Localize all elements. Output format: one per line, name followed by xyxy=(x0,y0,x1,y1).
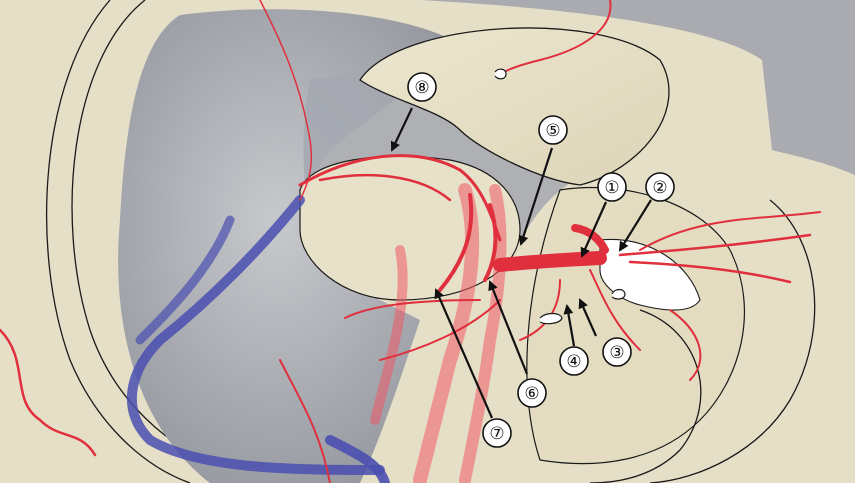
svg-text:⑧: ⑧ xyxy=(414,78,429,98)
svg-text:②: ② xyxy=(652,178,667,198)
small-foramen-top xyxy=(494,68,507,80)
artery-upper-arc-2 xyxy=(318,173,452,202)
small-foramen-right xyxy=(611,288,626,300)
arrow-2 xyxy=(618,199,652,252)
artery-top xyxy=(499,0,612,76)
arrow-5 xyxy=(518,147,554,246)
lower-right-contour xyxy=(589,309,702,483)
artery-lower-branch-4 xyxy=(344,299,481,319)
upper-gray-region xyxy=(420,0,855,175)
arrow-3 xyxy=(578,298,598,337)
artery-upper-arc xyxy=(298,154,502,242)
vein-main xyxy=(126,195,385,475)
svg-text:④: ④ xyxy=(566,352,581,372)
artery-right-small xyxy=(669,309,702,381)
label-1: ① xyxy=(597,172,627,202)
svg-text:①: ① xyxy=(604,178,619,198)
artery-lower-branch-3 xyxy=(379,299,501,361)
vein-branch xyxy=(135,215,235,345)
artery-right-branch-3 xyxy=(639,211,821,251)
artery-lower-left xyxy=(279,359,331,483)
artery-main-trunk xyxy=(493,251,607,272)
small-foramen-lower xyxy=(539,312,563,325)
label-4: ④ xyxy=(559,346,589,376)
artery-tube-left xyxy=(413,183,480,483)
gray-cavity xyxy=(118,9,470,483)
right-contour xyxy=(649,199,816,483)
arrow-4 xyxy=(563,304,576,347)
svg-text:③: ③ xyxy=(609,343,624,363)
label-2: ② xyxy=(645,172,675,202)
artery-loop-right xyxy=(483,203,498,282)
arrow-7 xyxy=(434,288,494,419)
artery-tube-right xyxy=(459,184,507,483)
artery-tube-faint xyxy=(370,245,408,425)
label-3: ③ xyxy=(602,337,632,367)
vein-lower xyxy=(325,435,390,483)
artery-far-left xyxy=(0,328,97,457)
artery-right-branch-2 xyxy=(628,260,792,284)
label-6: ⑥ xyxy=(517,378,547,408)
svg-text:⑦: ⑦ xyxy=(489,424,504,444)
arrow-1 xyxy=(580,201,608,258)
artery-loop-left xyxy=(438,193,474,292)
artery-lower-branch xyxy=(589,269,641,351)
artery-left-thin xyxy=(259,0,312,201)
label-7: ⑦ xyxy=(482,418,512,448)
svg-text:⑤: ⑤ xyxy=(545,121,560,141)
upper-bulge xyxy=(359,27,670,186)
artery-stub xyxy=(571,224,609,254)
label-8: ⑧ xyxy=(407,72,437,102)
svg-text:⑥: ⑥ xyxy=(524,384,539,404)
outer-contour-2 xyxy=(45,0,191,483)
artery-right-branch xyxy=(618,233,812,257)
label-5: ⑤ xyxy=(538,115,568,145)
arrow-8 xyxy=(390,107,413,152)
arrow-6 xyxy=(488,280,529,375)
